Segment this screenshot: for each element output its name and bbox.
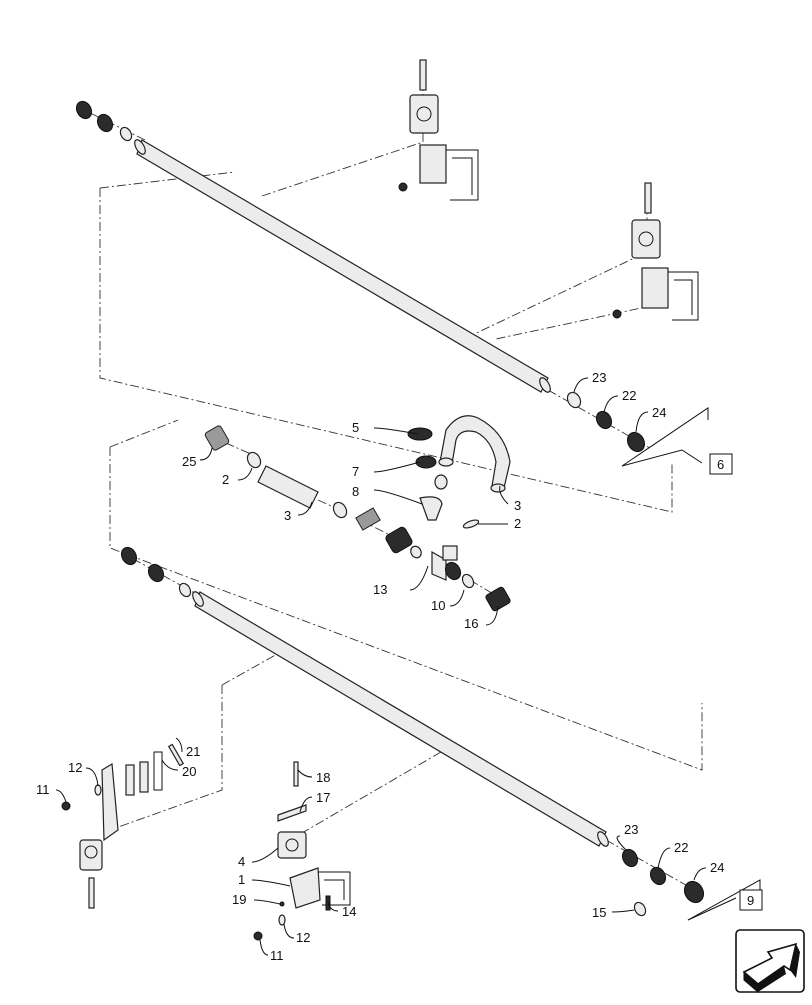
callout-13: 13 (373, 582, 387, 597)
callout-22-lower: 22 (674, 840, 688, 855)
callout-3-left: 3 (284, 508, 291, 523)
hardware-axis-middle (209, 435, 501, 599)
lower-left-bracket (61, 743, 185, 909)
callout-9: 9 (747, 893, 754, 908)
callout-labels: 25 2 3 5 7 8 3 2 13 10 16 23 22 24 6 21 … (36, 370, 763, 963)
callout-20: 20 (182, 764, 196, 779)
callout-25: 25 (182, 454, 196, 469)
lower-left-end-hardware (120, 546, 192, 598)
hose-section (204, 425, 511, 612)
callout-4: 4 (238, 854, 245, 869)
callout-11-right: 11 (270, 948, 284, 963)
callout-19: 19 (232, 892, 246, 907)
upper-mounting-bracket-2 (612, 182, 699, 321)
callout-24-upper: 24 (652, 405, 666, 420)
leader-lines (55, 377, 761, 956)
callout-24-lower: 24 (710, 860, 724, 875)
upper-mounting-bracket-1 (398, 59, 479, 201)
callout-8: 8 (352, 484, 359, 499)
upper-bracket-link-1 (261, 70, 424, 197)
upper-left-end-hardware (75, 100, 133, 142)
callout-6: 6 (717, 457, 724, 472)
callout-12-right: 12 (296, 930, 310, 945)
callout-5: 5 (352, 420, 359, 435)
upper-assembly-frame (99, 171, 673, 513)
lower-center-bracket (253, 761, 351, 941)
callout-23-lower: 23 (624, 822, 638, 837)
upper-right-end-hardware (566, 391, 646, 453)
assembly-ref-box-9 (739, 889, 763, 911)
lower-assembly-frame (109, 419, 703, 771)
callout-10: 10 (431, 598, 445, 613)
callout-2-right: 2 (514, 516, 521, 531)
callout-11-left: 11 (36, 782, 50, 797)
callout-14: 14 (342, 904, 356, 919)
assembly-ref-box-6 (709, 453, 733, 475)
callout-22-upper: 22 (622, 388, 636, 403)
strainer-parts (407, 427, 480, 529)
upper-boom-tube (134, 139, 551, 393)
callout-21: 21 (186, 744, 200, 759)
callout-3-right: 3 (514, 498, 521, 513)
lower-boom-tube (192, 591, 609, 847)
elbow-hose (438, 415, 511, 493)
callout-18: 18 (316, 770, 330, 785)
callout-12-left: 12 (68, 760, 82, 775)
bracket-link-lower-left (109, 647, 289, 831)
callout-16: 16 (464, 616, 478, 631)
next-page-arrow-icon[interactable] (735, 929, 805, 994)
callout-15: 15 (592, 905, 606, 920)
callout-2-upper: 2 (222, 472, 229, 487)
callout-1: 1 (238, 872, 245, 887)
callout-23-upper: 23 (592, 370, 606, 385)
callout-7: 7 (352, 464, 359, 479)
lower-right-end-hardware (621, 848, 705, 917)
bracket-link-lower-center (289, 751, 442, 841)
callout-17: 17 (316, 790, 330, 805)
